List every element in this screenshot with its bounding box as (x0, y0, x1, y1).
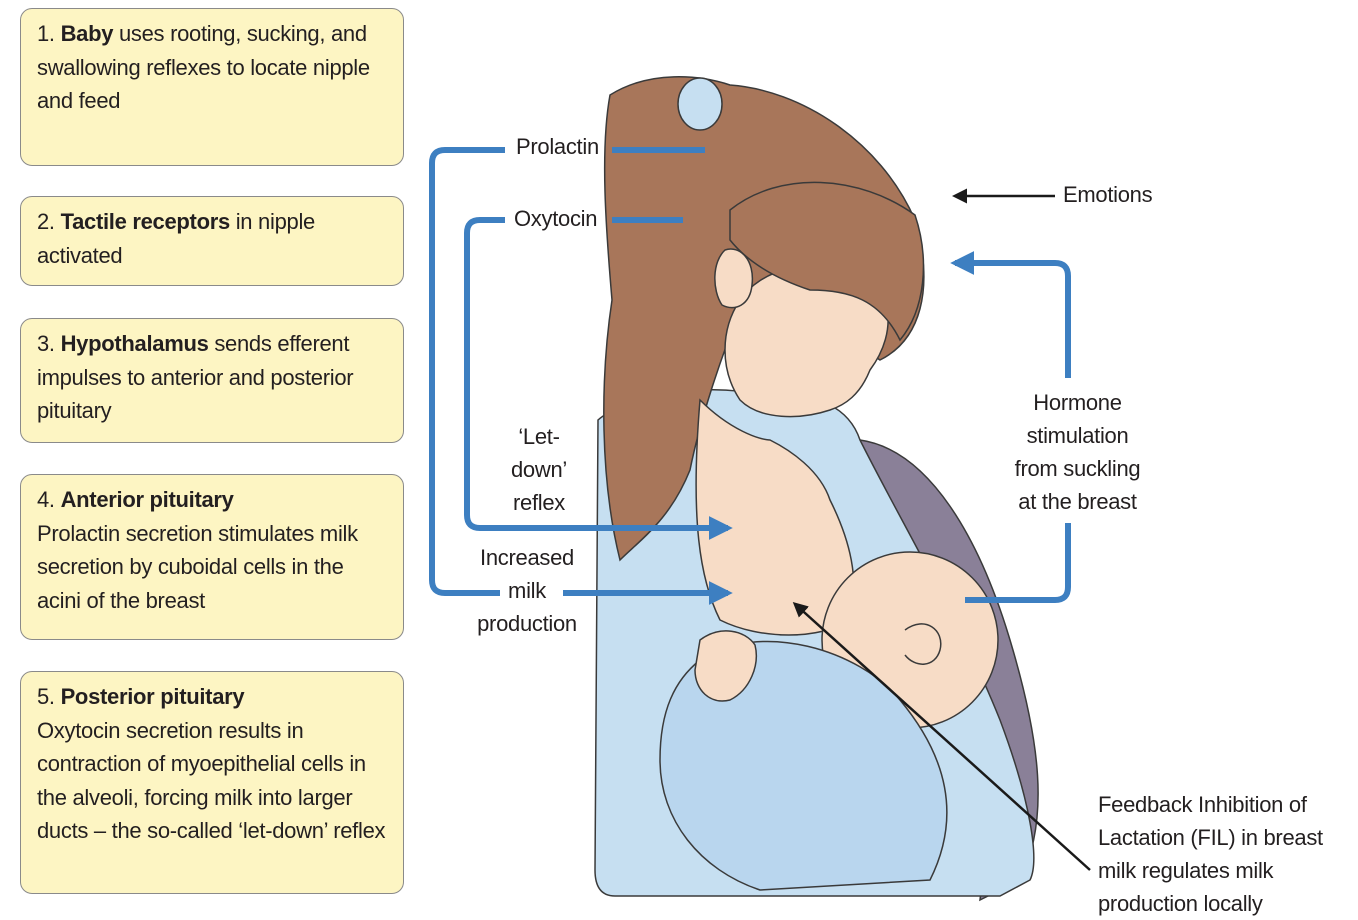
step-3-num: 3. (37, 331, 61, 356)
step-3-bold: Hypothalamus (61, 331, 209, 356)
fil-line-4: production locally (1098, 887, 1348, 920)
step-5-text: Oxytocin secretion results in contractio… (37, 718, 385, 844)
step-2-bold: Tactile receptors (61, 209, 230, 234)
hormone-line-1: Hormone (995, 386, 1160, 419)
prolactin-label: Prolactin (516, 130, 599, 163)
increased-milk-line-2: milk (462, 574, 592, 607)
increased-milk-line-3: production (462, 607, 592, 640)
increased-milk-line-1: Increased (462, 541, 592, 574)
step-4-text: Prolactin secretion stimulates milk secr… (37, 521, 358, 613)
step-4-bold: Anterior pituitary (61, 487, 234, 512)
fil-label: Feedback Inhibition of Lactation (FIL) i… (1098, 788, 1348, 920)
fil-line-2: Lactation (FIL) in breast (1098, 821, 1348, 854)
increased-milk-label: Increased milk production (462, 541, 592, 640)
step-5-num: 5. (37, 684, 61, 709)
step-4-num: 4. (37, 487, 61, 512)
emotions-label: Emotions (1063, 178, 1152, 211)
fil-line-1: Feedback Inhibition of (1098, 788, 1348, 821)
step-box-2: 2. Tactile receptors in nipple activated (20, 196, 404, 286)
step-box-5: 5. Posterior pituitary Oxytocin secretio… (20, 671, 404, 894)
fil-line-3: milk regulates milk (1098, 854, 1348, 887)
let-down-line-2: down’ (494, 453, 584, 486)
oxytocin-label: Oxytocin (514, 202, 597, 235)
hair-tie (678, 78, 722, 130)
hormone-line-4: at the breast (995, 485, 1160, 518)
step-2-num: 2. (37, 209, 61, 234)
let-down-line-1: ‘Let- (494, 420, 584, 453)
let-down-line-3: reflex (494, 486, 584, 519)
let-down-label: ‘Let- down’ reflex (494, 420, 584, 519)
step-box-4: 4. Anterior pituitary Prolactin secretio… (20, 474, 404, 640)
hormone-line-2: stimulation (995, 419, 1160, 452)
step-1-bold: Baby (61, 21, 114, 46)
hormone-stimulation-label: Hormone stimulation from suckling at the… (995, 386, 1160, 518)
hormone-stimulation-arrow-up (955, 263, 1068, 378)
hormone-line-3: from suckling (995, 452, 1160, 485)
step-5-bold: Posterior pituitary (61, 684, 245, 709)
step-1-num: 1. (37, 21, 61, 46)
step-box-3: 3. Hypothalamus sends efferent impulses … (20, 318, 404, 443)
step-box-1: 1. Baby uses rooting, sucking, and swall… (20, 8, 404, 166)
